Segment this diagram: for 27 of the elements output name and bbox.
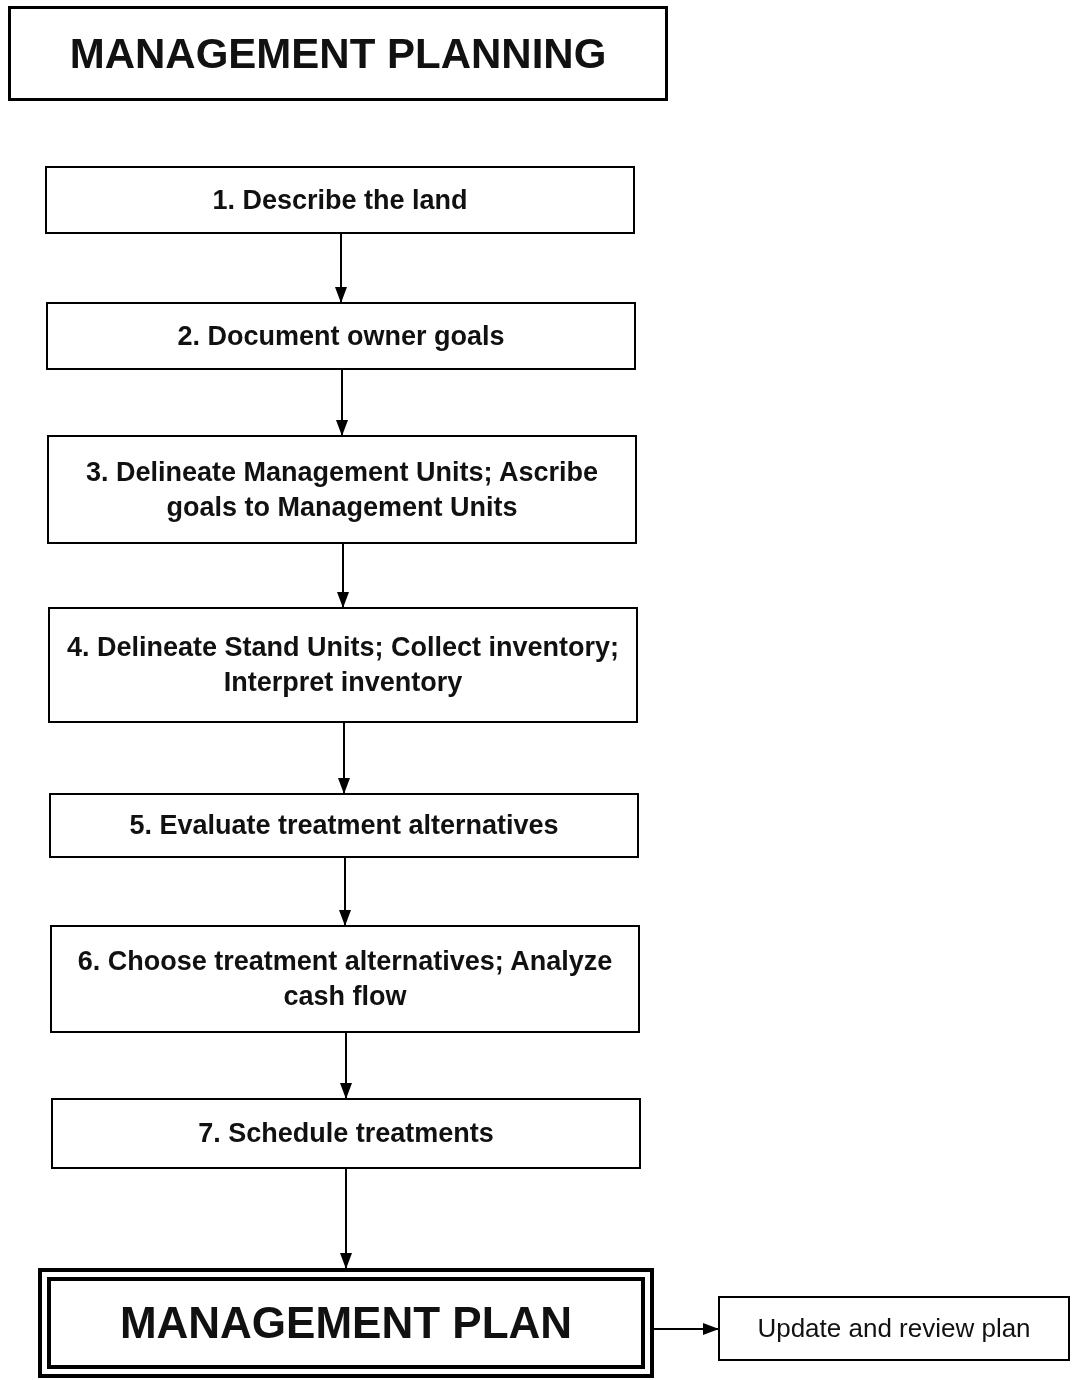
process-box — [45, 166, 635, 234]
step-text: 2. Document owner goals — [177, 319, 505, 353]
step-text: MANAGEMENT PLAN — [119, 1298, 573, 1348]
title-box: MANAGEMENT PLANNING — [8, 6, 668, 101]
step-text: 7. Schedule treatments — [198, 1117, 494, 1150]
arrow — [339, 857, 351, 926]
process-box — [49, 793, 639, 858]
step-text: Update and review plan — [757, 1312, 1031, 1345]
arrow — [336, 369, 348, 436]
process-box — [47, 435, 637, 544]
step-text: 6. Choose treatment alternatives; Analyze cash flow — [76, 945, 614, 1013]
step-text: 1. Describe the land — [212, 183, 468, 217]
process-box — [48, 607, 638, 723]
arrow — [335, 233, 347, 303]
step-text: 4. Delineate Stand Units; Collect inventory; Interpret inventory — [65, 631, 621, 699]
arrow — [340, 1168, 352, 1269]
arrow — [338, 722, 350, 794]
note-box — [718, 1296, 1070, 1361]
arrow — [340, 1032, 352, 1099]
result-box — [38, 1268, 654, 1378]
process-box — [50, 925, 640, 1033]
process-box — [46, 302, 636, 370]
step-text: 5. Evaluate treatment alternatives — [129, 809, 559, 842]
arrow — [653, 1323, 719, 1335]
arrow — [337, 543, 349, 608]
process-box — [51, 1098, 641, 1169]
step-text: 3. Delineate Management Units; Ascribe goals to Management Units — [84, 455, 600, 524]
